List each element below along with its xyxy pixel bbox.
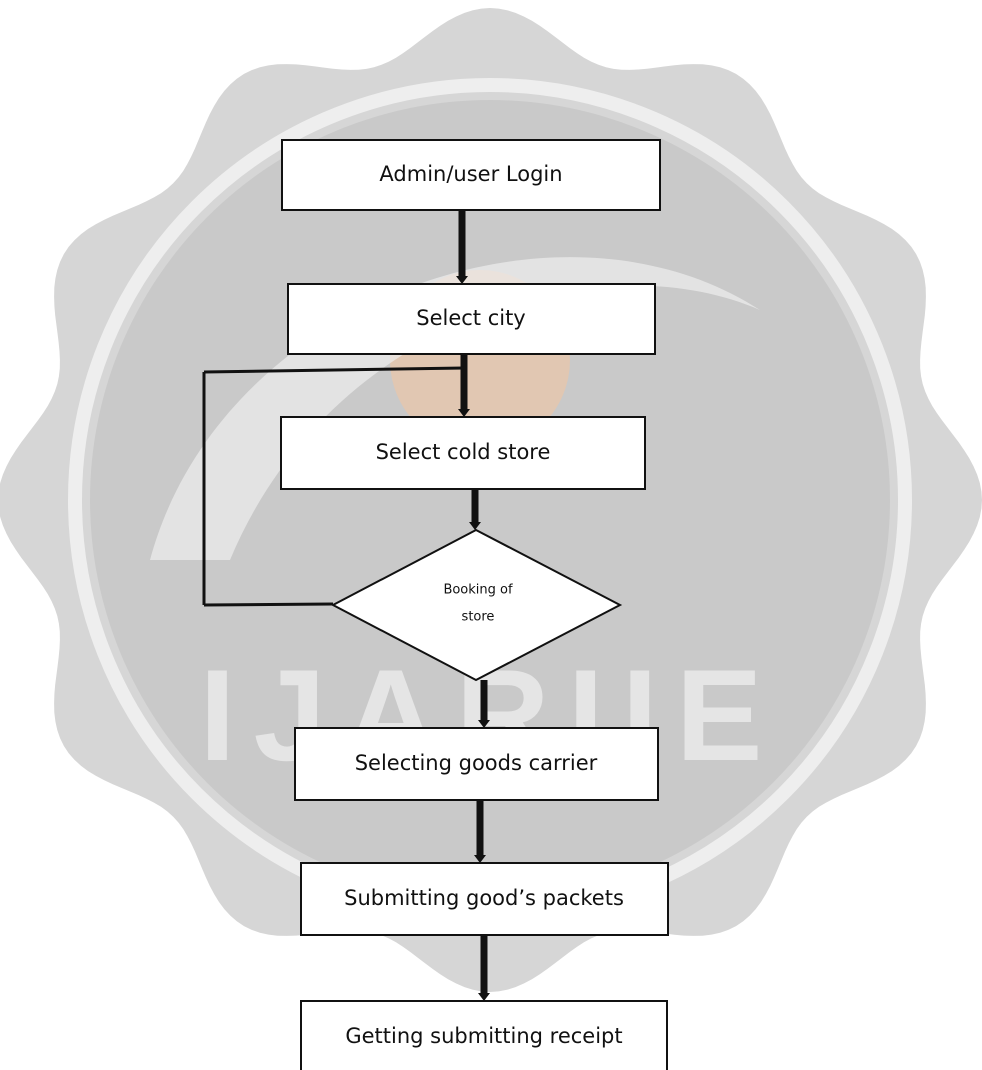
node-packets: Submitting good’s packets — [300, 862, 669, 936]
node-cold-store: Select cold store — [280, 416, 646, 490]
arrow-city-to-cold-store-head — [458, 409, 470, 417]
node-carrier: Selecting goods carrier — [294, 727, 659, 801]
node-receipt-label: Getting submitting receipt — [345, 1024, 622, 1048]
node-city-label: Select city — [416, 306, 526, 330]
node-carrier-label: Selecting goods carrier — [355, 751, 598, 775]
node-carrier-box — [294, 727, 659, 801]
arrow-packets-to-receipt-head — [478, 993, 490, 1001]
node-login: Admin/user Login — [281, 139, 661, 211]
arrow-carrier-to-packets-head — [474, 855, 486, 863]
node-cold-store-label: Select cold store — [376, 440, 551, 464]
node-city: Select city — [287, 283, 656, 355]
node-packets-box — [300, 862, 669, 936]
loop-line-bottom — [203, 602, 334, 607]
connectors — [202, 210, 490, 1001]
node-booking-label-line1: Booking of — [443, 583, 513, 598]
node-packets-label: Submitting good’s packets — [344, 886, 624, 910]
node-receipt-box — [300, 1000, 668, 1070]
arrow-booking-to-carrier-head — [478, 720, 490, 728]
loop-line-top — [203, 366, 465, 374]
node-booking-diamond — [330, 528, 623, 682]
arrow-cold-store-to-booking-head — [469, 522, 481, 530]
node-login-box — [281, 139, 661, 211]
node-booking: Booking of store — [330, 528, 623, 682]
arrow-login-to-city-head — [456, 276, 468, 284]
node-receipt: Getting submitting receipt — [300, 1000, 668, 1070]
node-booking-label-line2: store — [462, 610, 495, 625]
node-cold-store-box — [280, 416, 646, 490]
node-city-box — [287, 283, 656, 355]
node-login-label: Admin/user Login — [379, 162, 562, 186]
